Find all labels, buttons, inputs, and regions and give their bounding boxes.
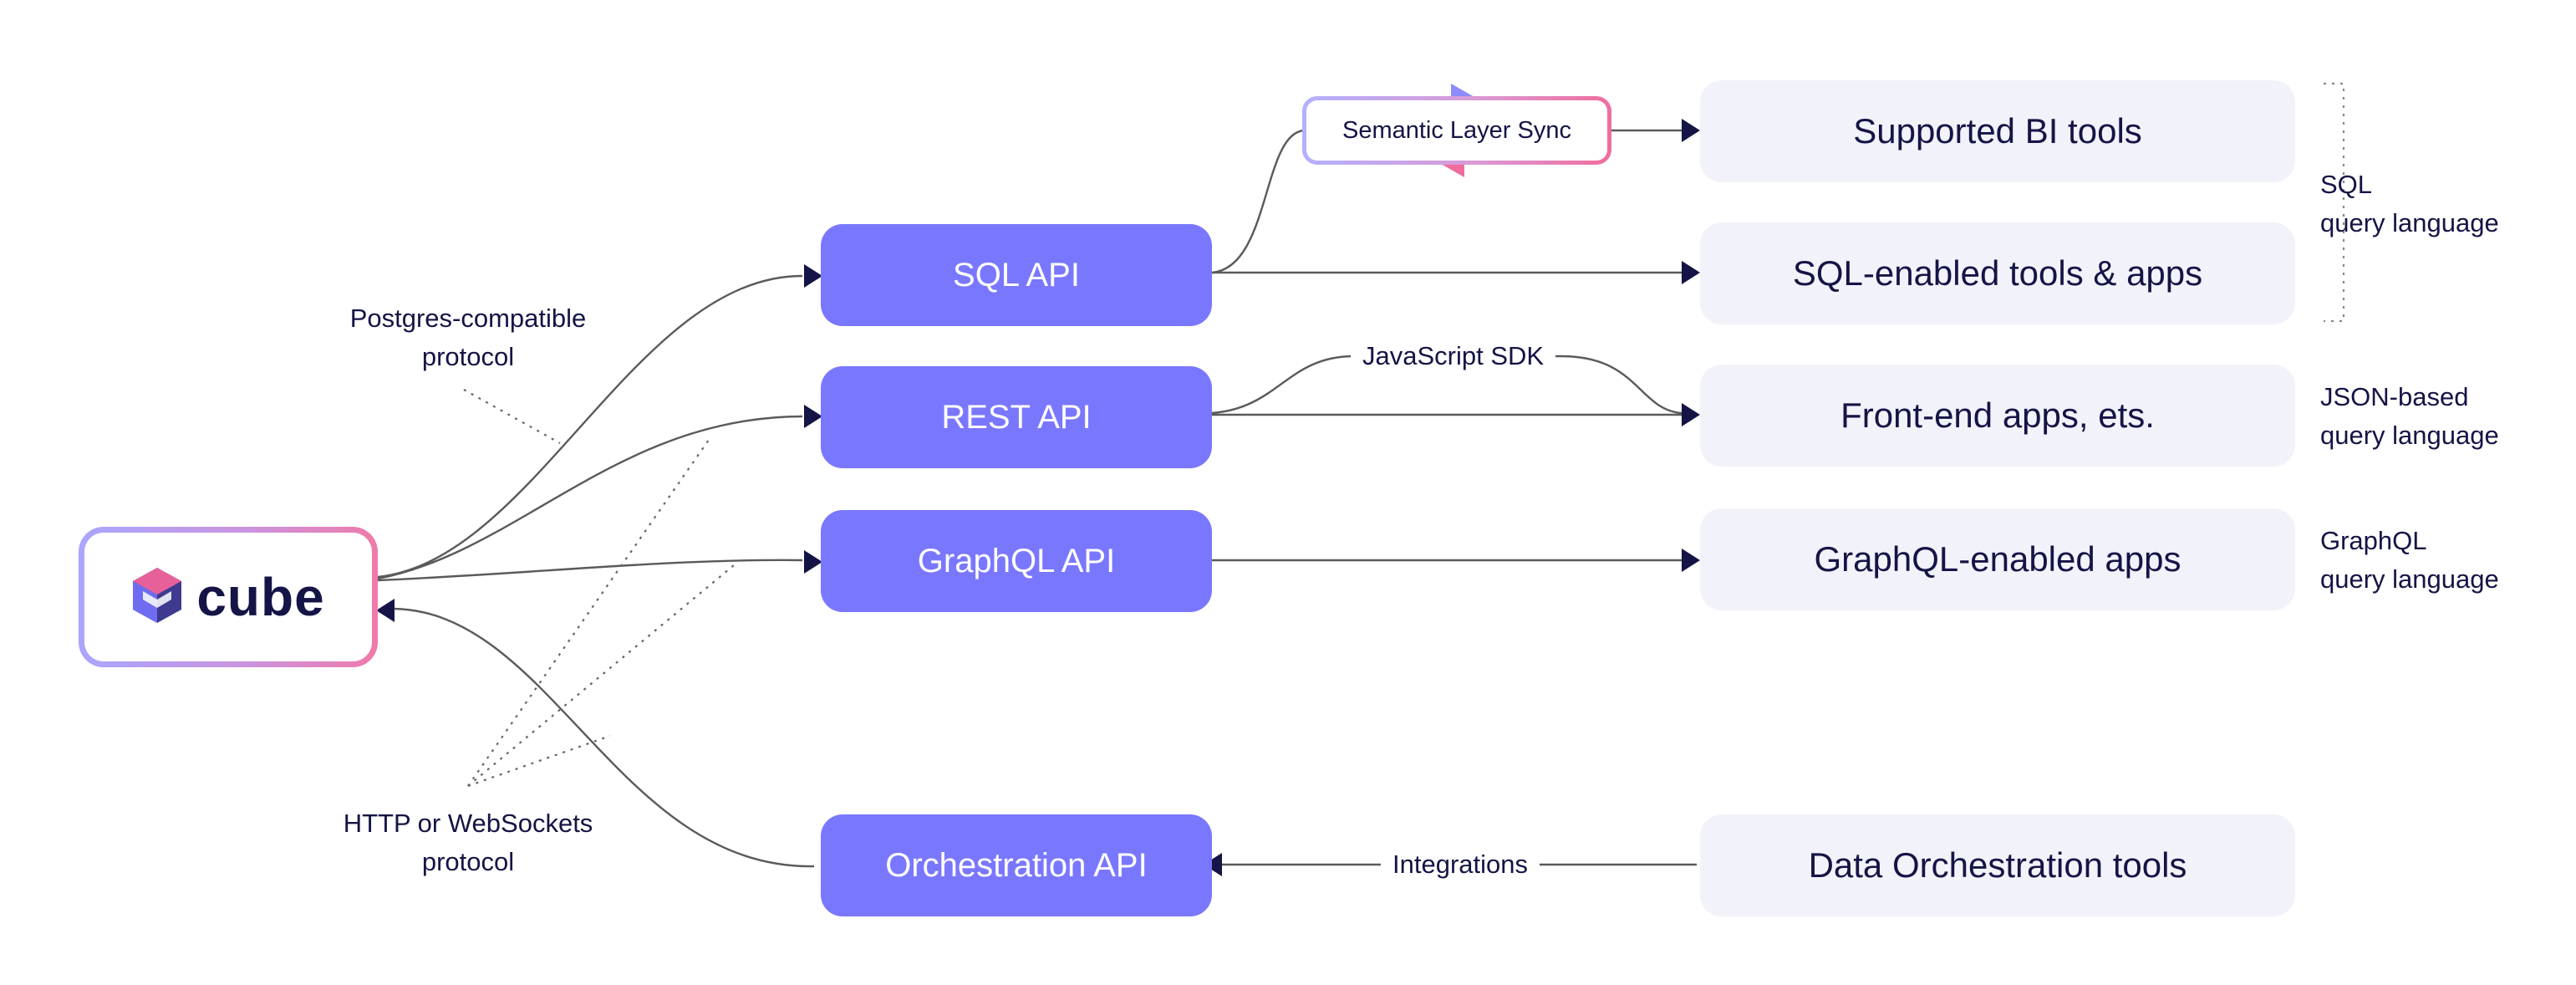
graphql-enabled-apps-box[interactable]: GraphQL-enabled apps: [1700, 508, 2295, 610]
arrow-to-rest-api: [804, 405, 822, 428]
dotted-http-pointer-b: [467, 564, 735, 787]
sql-language-line1: SQL: [2320, 170, 2373, 199]
dotted-http-pointer-c: [467, 734, 611, 788]
cube-logo-box[interactable]: cube: [79, 527, 378, 667]
arrow-to-orch-api: [1204, 853, 1222, 876]
edge-cube-rest: [377, 415, 803, 580]
semantic-layer-sync-box[interactable]: Semantic Layer Sync: [1302, 96, 1611, 165]
arrow-to-graphql-api: [804, 550, 822, 574]
arrow-to-sql-tools: [1682, 261, 1700, 284]
sync-arrow-bottom: [1441, 164, 1464, 177]
edge-sql-sync: [1211, 129, 1305, 274]
integrations-label: Integrations: [1381, 848, 1540, 881]
postgres-protocol-line2: protocol: [421, 342, 515, 371]
http-protocol-label: HTTP or WebSockets protocol: [318, 804, 619, 881]
graphql-language-line1: GraphQL: [2320, 526, 2427, 555]
arrow-to-frontend: [1682, 403, 1700, 426]
http-protocol-line1: HTTP or WebSockets: [343, 809, 593, 838]
json-language-line1: JSON-based: [2320, 382, 2469, 411]
sql-language-line2: query language: [2320, 208, 2499, 237]
sql-api-box[interactable]: SQL API: [821, 224, 1212, 326]
arrow-to-graphql-apps: [1682, 549, 1700, 572]
dotted-http-pointer-a: [467, 439, 710, 787]
dotted-postgres-pointer: [463, 389, 561, 444]
javascript-sdk-label: JavaScript SDK: [1351, 339, 1556, 373]
data-orchestration-tools-box[interactable]: Data Orchestration tools: [1700, 814, 2295, 916]
cube-logo-text: cube: [196, 567, 325, 627]
sync-arrow-top: [1451, 84, 1474, 100]
sql-enabled-tools-box[interactable]: SQL-enabled tools & apps: [1700, 222, 2295, 324]
sql-query-language-label: SQL query language: [2320, 166, 2499, 242]
orchestration-api-box[interactable]: Orchestration API: [821, 814, 1212, 916]
json-query-language-label: JSON-based query language: [2320, 378, 2499, 455]
graphql-api-box[interactable]: GraphQL API: [821, 510, 1212, 612]
graphql-language-line2: query language: [2320, 564, 2499, 594]
arrow-to-sql-api: [804, 264, 822, 288]
graphql-query-language-label: GraphQL query language: [2320, 522, 2499, 599]
json-language-line2: query language: [2320, 421, 2499, 450]
edge-cube-sql: [377, 274, 803, 579]
edge-cube-graphql: [377, 559, 803, 582]
supported-bi-tools-box[interactable]: Supported BI tools: [1700, 80, 2295, 182]
edge-orch-cube: [392, 607, 815, 868]
arrow-to-cube: [376, 599, 395, 622]
cube-logo-icon: [131, 566, 183, 629]
arrow-to-bi: [1682, 119, 1700, 142]
http-protocol-line2: protocol: [421, 847, 515, 876]
postgres-protocol-line1: Postgres-compatible: [349, 304, 587, 333]
postgres-protocol-label: Postgres-compatible protocol: [318, 299, 619, 376]
sql-bracket: [2324, 82, 2345, 323]
rest-api-box[interactable]: REST API: [821, 366, 1212, 468]
front-end-apps-box[interactable]: Front-end apps, ets.: [1700, 365, 2295, 467]
